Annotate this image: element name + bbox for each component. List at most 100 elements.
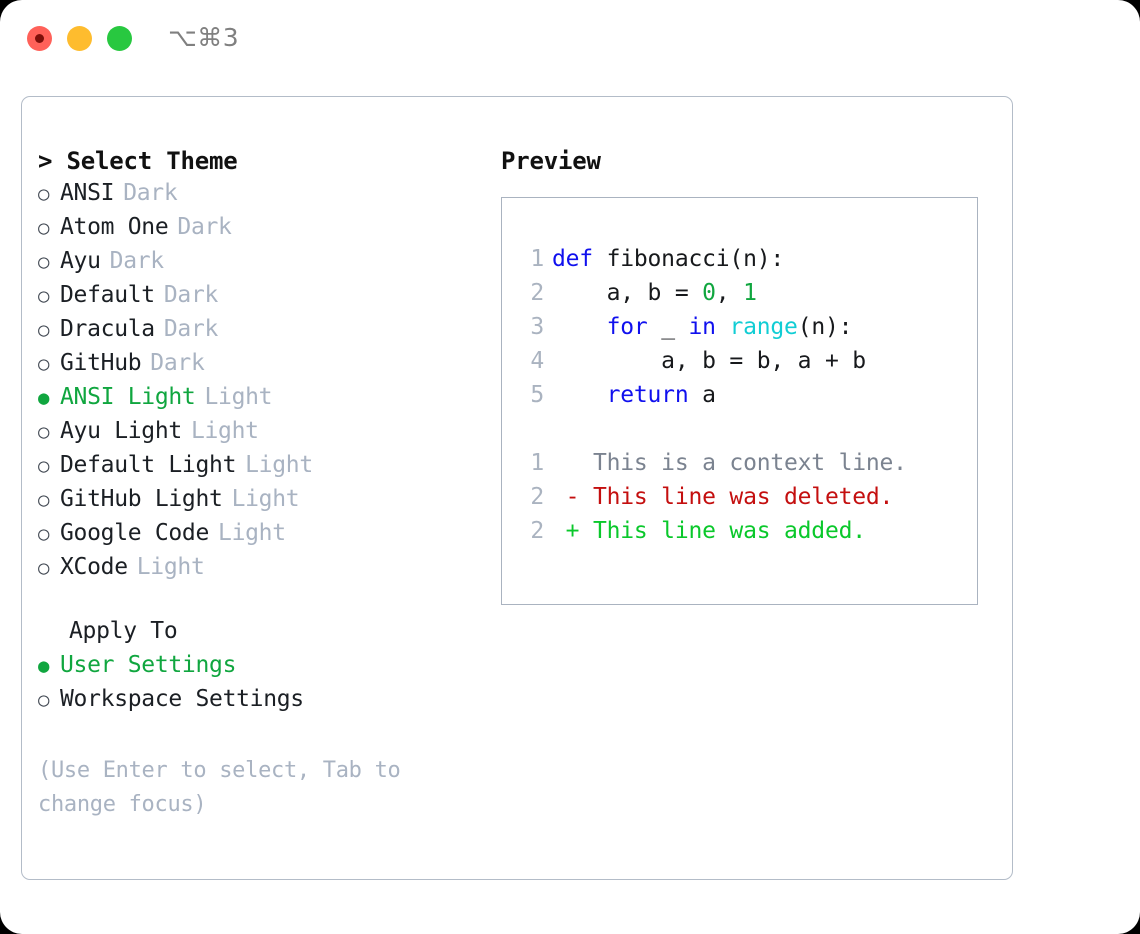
- code-token: [552, 314, 607, 340]
- theme-option-label: GitHub Light: [60, 486, 223, 512]
- theme-option-label: Atom One: [60, 214, 169, 240]
- radio-unselected-icon: ○: [38, 251, 50, 273]
- theme-option-variant: Dark: [123, 180, 178, 206]
- theme-option[interactable]: ○ XCode Light: [38, 554, 488, 588]
- apply-to-list: ● User Settings ○ Workspace Settings: [38, 652, 488, 720]
- theme-option-variant: Light: [218, 520, 286, 546]
- code-token: _: [647, 314, 689, 340]
- radio-selected-icon: ●: [38, 655, 50, 677]
- diff-sample: 1 This is a context line.2 - This line w…: [514, 446, 977, 548]
- diff-marker: [552, 450, 579, 476]
- theme-option-label: Dracula: [60, 316, 155, 342]
- theme-option-variant: Dark: [150, 350, 205, 376]
- apply-to-option[interactable]: ● User Settings: [38, 652, 488, 686]
- code-token: def: [552, 246, 607, 272]
- code-line-number: 5: [530, 382, 544, 408]
- theme-option-label: Ayu Light: [60, 418, 182, 444]
- code-line: 5 return a: [514, 378, 977, 412]
- theme-option[interactable]: ○ GitHub Light Light: [38, 486, 488, 520]
- apply-to-option-label: User Settings: [60, 652, 237, 678]
- radio-unselected-icon: ○: [38, 689, 50, 711]
- code-token: a, b = b, a + b: [552, 348, 866, 374]
- radio-unselected-icon: ○: [38, 183, 50, 205]
- theme-option-variant: Dark: [163, 282, 219, 308]
- code-token: a: [688, 382, 716, 408]
- select-theme-heading: > Select Theme: [38, 147, 238, 175]
- code-token: fibonacci(n):: [606, 246, 785, 272]
- diff-line-number: 2: [530, 518, 544, 544]
- code-line: 4 a, b = b, a + b: [514, 344, 977, 378]
- code-line-number: 4: [530, 348, 544, 374]
- apply-to-heading: Apply To: [69, 618, 178, 644]
- radio-unselected-icon: ○: [38, 319, 50, 341]
- diff-line-number: 2: [530, 484, 544, 510]
- theme-option[interactable]: ○ Google Code Light: [38, 520, 488, 554]
- code-token: in: [688, 314, 716, 340]
- theme-option[interactable]: ○ Dracula Dark: [38, 316, 488, 350]
- code-token: [716, 314, 730, 340]
- code-token: 0: [702, 280, 716, 306]
- theme-option-label: Google Code: [60, 520, 210, 546]
- theme-option[interactable]: ○ GitHub Dark: [38, 350, 488, 384]
- theme-option[interactable]: ○ ANSI Dark: [38, 180, 488, 214]
- theme-option[interactable]: ● ANSI Light Light: [38, 384, 488, 418]
- theme-option-label: Ayu: [60, 248, 101, 274]
- diff-line: 2 - This line was deleted.: [514, 480, 977, 514]
- apply-to-option-label: Workspace Settings: [60, 686, 304, 712]
- preview-heading: Preview: [501, 147, 601, 175]
- code-token: for: [606, 314, 648, 340]
- code-token: ,: [715, 280, 744, 306]
- radio-unselected-icon: ○: [38, 489, 50, 511]
- radio-unselected-icon: ○: [38, 285, 50, 307]
- radio-unselected-icon: ○: [38, 523, 50, 545]
- keyboard-hint-text: (Use Enter to select, Tab to change focu…: [38, 758, 401, 818]
- theme-option-label: Default: [60, 282, 155, 308]
- theme-option-label: ANSI: [60, 180, 115, 206]
- code-token: (n):: [797, 314, 853, 340]
- theme-option-variant: Light: [190, 418, 259, 444]
- theme-option-label: ANSI Light: [60, 384, 196, 410]
- diff-text: This line was added.: [579, 518, 866, 544]
- radio-selected-icon: ●: [38, 387, 50, 409]
- theme-option[interactable]: ○ Ayu Dark: [38, 248, 488, 282]
- minimize-button[interactable]: [67, 26, 92, 51]
- apply-to-option[interactable]: ○ Workspace Settings: [38, 686, 488, 720]
- code-line: 3 for _ in range(n):: [514, 310, 977, 344]
- diff-line: 1 This is a context line.: [514, 446, 977, 480]
- code-token: [552, 382, 607, 408]
- theme-option[interactable]: ○ Atom One Dark: [38, 214, 488, 248]
- close-button[interactable]: [27, 26, 52, 51]
- diff-line: 2 + This line was added.: [514, 514, 977, 548]
- diff-text: This is a context line.: [579, 450, 907, 476]
- radio-unselected-icon: ○: [38, 557, 50, 579]
- code-token: 1: [743, 280, 757, 306]
- titlebar-shortcut-label: ⌥⌘3: [168, 23, 240, 52]
- diff-marker: +: [552, 518, 580, 544]
- theme-option-variant: Dark: [109, 248, 165, 274]
- theme-option-variant: Dark: [163, 316, 219, 342]
- radio-unselected-icon: ○: [38, 217, 50, 239]
- theme-option[interactable]: ○ Default Dark: [38, 282, 488, 316]
- theme-option-variant: Light: [231, 486, 300, 512]
- title-bar: ⌥⌘3: [0, 0, 1140, 78]
- theme-option-variant: Dark: [177, 214, 232, 240]
- theme-option-variant: Light: [136, 554, 205, 580]
- radio-unselected-icon: ○: [38, 353, 50, 375]
- theme-option-label: Default Light: [60, 452, 237, 478]
- maximize-button[interactable]: [107, 26, 132, 51]
- theme-option-variant: Light: [204, 384, 273, 410]
- diff-text: This line was deleted.: [579, 484, 894, 510]
- theme-option-label: GitHub: [60, 350, 142, 376]
- code-line-number: 3: [530, 314, 544, 340]
- theme-option-label: XCode: [60, 554, 128, 580]
- code-token: return: [606, 382, 689, 408]
